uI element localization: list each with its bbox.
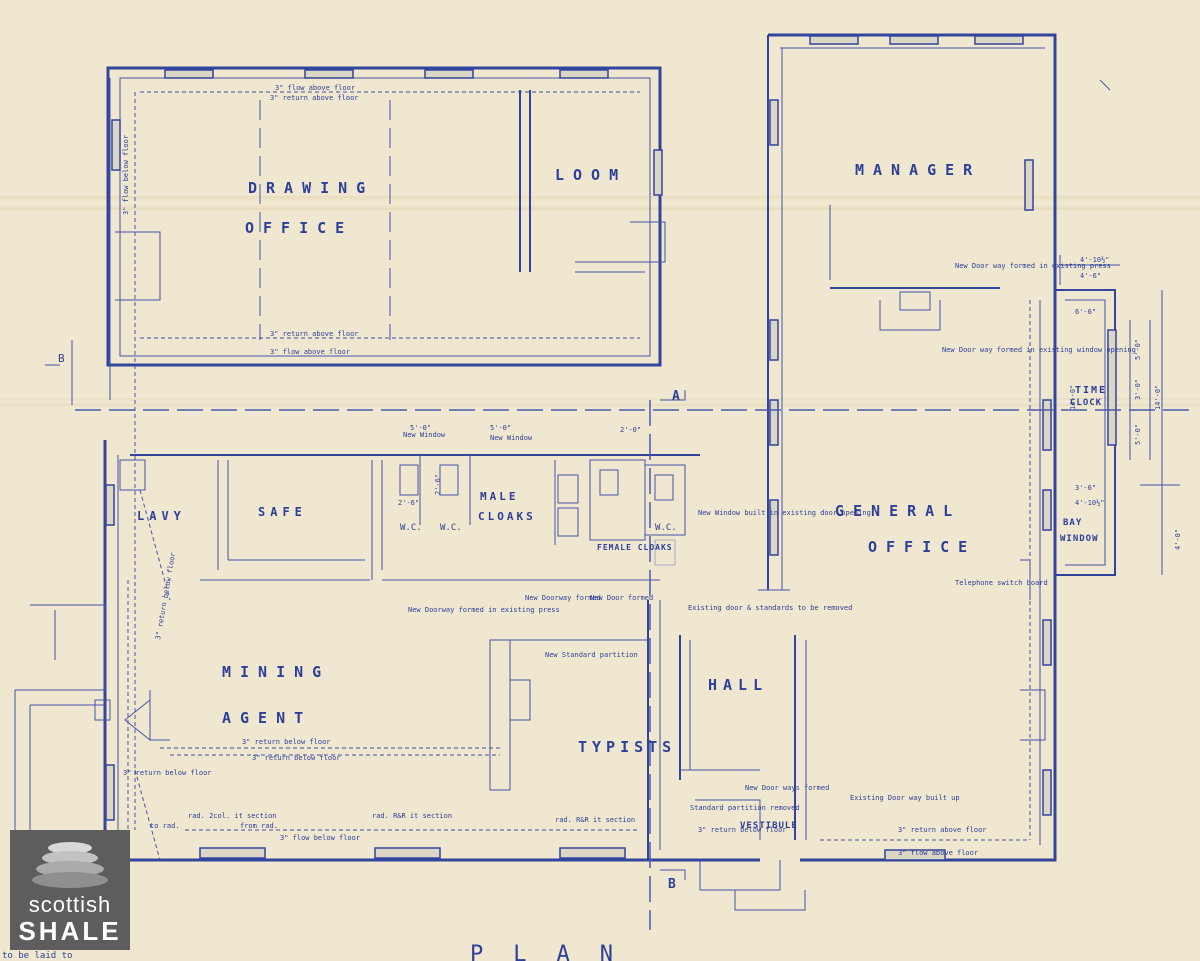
section-mark-a: A	[672, 389, 680, 404]
drawing-office-block	[106, 66, 666, 830]
dimension: 3'-0"	[1134, 379, 1142, 400]
note: 3" return below floor	[252, 754, 341, 762]
room-label-bay: BAY	[1063, 518, 1082, 528]
note: New Door formed	[590, 594, 653, 602]
note: rad. R&R it section	[372, 812, 452, 820]
logo-line-1: scottish	[28, 892, 112, 917]
note: New Doorway formed in existing press	[408, 606, 560, 614]
section-mark-y: B	[58, 352, 65, 365]
note: to rad.	[150, 822, 180, 830]
room-label-vestibule: VESTIBULE	[740, 821, 798, 831]
dimension: 2'-0"	[620, 426, 641, 434]
room-label-window: WINDOW	[1060, 534, 1099, 544]
footer-note: to be laid to	[2, 951, 72, 961]
logo-line-2: SHALE	[18, 916, 122, 946]
room-label-typists: TYPISTS	[578, 738, 676, 756]
room-label-wc-2: W.C.	[440, 523, 462, 533]
room-label-time: TIME	[1075, 385, 1107, 396]
dimension: 2'-6"	[398, 499, 419, 507]
dimension: 6'-6"	[1075, 308, 1096, 316]
drawing-title: PLAN	[470, 942, 643, 961]
dimension: 2'-6"	[434, 474, 442, 495]
note: New Doorway formed	[525, 594, 601, 602]
note: New Standard partition	[545, 651, 638, 659]
note: Existing door & standards to be removed	[688, 604, 852, 612]
room-label-cloaks: CLOAKS	[478, 510, 536, 523]
note: 3" flow above floor	[270, 348, 350, 356]
room-label-mining: MINING	[222, 663, 330, 681]
paper-fold	[0, 398, 1200, 406]
room-label-general-office: OFFICE	[868, 538, 976, 556]
note: rad. R&R it section	[555, 816, 635, 824]
manager-block	[767, 33, 1057, 600]
room-label-office: OFFICE	[245, 219, 353, 237]
note: Existing Door way built up	[850, 794, 960, 802]
note: New Window	[403, 431, 446, 439]
note: 3" return above floor	[270, 330, 359, 338]
lower-block	[14, 440, 807, 911]
note: 3" return below floor	[242, 738, 331, 746]
dimension: 5'-0"	[490, 424, 511, 432]
note: New Window built in existing door openin…	[698, 509, 871, 517]
dimension: 4'-6"	[1080, 272, 1101, 280]
room-label-loom: LOOM	[555, 166, 627, 184]
room-label-agent: AGENT	[222, 709, 312, 727]
room-label-wc-3: W.C.	[655, 523, 677, 533]
dimension: 4'-10½"	[1080, 256, 1110, 264]
note: 3" return below floor	[123, 769, 212, 777]
room-label-male: MALE	[480, 490, 519, 503]
dimension: 5'-0"	[1134, 424, 1142, 445]
room-label-hall: HALL	[708, 676, 768, 694]
note: Standard partition removed	[690, 804, 800, 812]
dimension: 14'-0"	[1154, 385, 1162, 410]
section-mark-b: B	[668, 877, 676, 892]
note: from rad.	[240, 822, 278, 830]
room-label-clock: CLOCK	[1070, 398, 1102, 408]
room-label-manager: MANAGER	[855, 161, 981, 179]
scottish-shale-logo: scottish SHALE	[10, 830, 130, 950]
note: 3" flow below floor	[122, 135, 130, 215]
room-label-female-cloaks: FEMALE CLOAKS	[597, 543, 673, 552]
room-label-general: GENERAL	[835, 502, 961, 520]
note: 3" flow above floor	[275, 84, 355, 92]
note: New Door way formed in existing window o…	[942, 346, 1136, 354]
dimension: 4'-0"	[1174, 529, 1182, 550]
note: 3" return below floor	[154, 552, 177, 641]
dimension: 3'-6"	[1075, 484, 1096, 492]
dimension: 5'-0"	[410, 424, 431, 432]
note: 3" flow below floor	[280, 834, 360, 842]
room-label-safe: SAFE	[258, 505, 307, 519]
note: 3" flow above floor	[898, 849, 978, 857]
note: New Door ways formed	[745, 784, 829, 792]
room-label-wc-1: W.C.	[400, 523, 422, 533]
note: 3" return above floor	[270, 94, 359, 102]
dimension: 14'-0"	[1069, 385, 1077, 410]
paper-fold	[0, 196, 1200, 210]
dimension: 5'-0"	[1134, 339, 1142, 360]
room-label-lavy: LAVY	[137, 509, 186, 523]
note: New Window	[490, 434, 533, 442]
note: 3" return above floor	[898, 826, 987, 834]
note: rad. 2col. it section	[188, 812, 277, 820]
room-label-drawing: DRAWING	[248, 179, 374, 197]
shale-layers-icon	[32, 842, 108, 888]
note: 3" return below floor	[698, 826, 787, 834]
note: New Door way formed in existing press	[955, 262, 1111, 270]
note: Telephone switch board	[955, 579, 1048, 587]
general-office-block	[758, 264, 1180, 862]
dimension: 4'-10½"	[1075, 499, 1105, 507]
